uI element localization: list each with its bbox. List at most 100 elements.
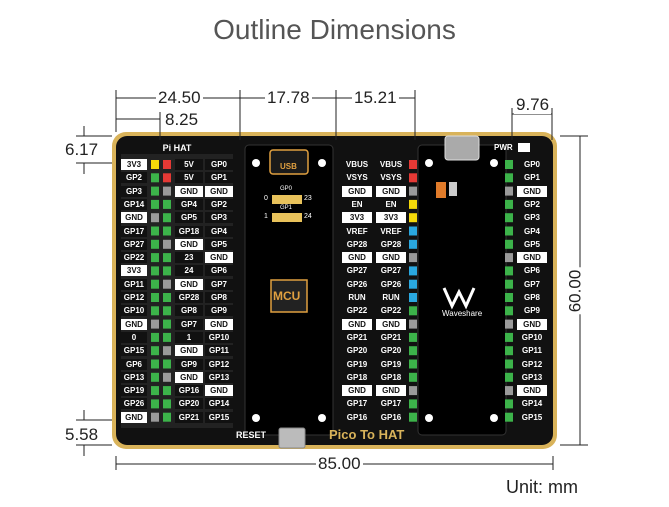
pico-pin-label: GND	[376, 185, 406, 197]
pico-pin-label: EN	[342, 198, 372, 210]
pin-label: GP11	[205, 345, 233, 357]
right-pin	[505, 332, 513, 342]
board-name: Pico To HAT	[329, 427, 405, 442]
right-pin-label: GP13	[517, 371, 547, 383]
right-pin-label: GP7	[517, 278, 547, 290]
pin-label: GP18	[175, 225, 203, 237]
header-pin	[151, 266, 159, 276]
pico-pin-label: 3V3	[376, 212, 406, 224]
header-pin	[151, 346, 159, 356]
pico-pin-label: GP16	[376, 411, 406, 423]
pwr-led	[518, 143, 530, 152]
pico-pin	[409, 199, 417, 209]
pico-pin-label: RUN	[376, 292, 406, 303]
pin-label: GP22	[121, 252, 147, 264]
pin-label: GP26	[121, 398, 147, 410]
dim-24-50: 24.50	[156, 88, 203, 107]
pin-label: GP2	[205, 198, 233, 210]
right-pin	[505, 386, 513, 396]
pico-pin	[409, 359, 417, 369]
header-pin	[163, 372, 171, 382]
pin-label: GP14	[205, 398, 233, 410]
jumper-right-0: 23	[304, 195, 312, 202]
component	[449, 182, 457, 196]
pico-pin	[409, 386, 417, 396]
right-pin	[505, 412, 513, 422]
pico-pin-label: GP18	[342, 371, 372, 383]
right-pin	[505, 306, 513, 316]
right-pin	[505, 253, 513, 263]
pin-label: GP1	[205, 172, 233, 184]
pin-label: GP8	[175, 305, 203, 317]
pico-pin-label: GP28	[376, 238, 406, 250]
header-pin	[163, 412, 171, 422]
pin-label: 5V	[175, 172, 203, 184]
pin-label: GP28	[175, 292, 203, 303]
pin-label: GP19	[121, 385, 147, 397]
pico-right-board	[417, 144, 507, 436]
pico-pin-label: GP18	[376, 371, 406, 383]
mcu-chip	[270, 279, 308, 313]
right-pin	[505, 279, 513, 289]
pico-pin-label: VBUS	[376, 159, 406, 170]
pin-label: GND	[205, 318, 233, 330]
right-pin	[505, 160, 513, 169]
pin-layer	[151, 160, 513, 422]
right-pin	[505, 239, 513, 249]
pin-label: GP16	[175, 385, 203, 397]
header-pin	[151, 173, 159, 183]
right-pin-label: GP14	[517, 398, 547, 410]
pico-pin-label: GP21	[376, 331, 406, 343]
pin-label: 24	[175, 265, 203, 277]
gp0-jumper-label: GP0	[280, 186, 293, 192]
pico-pin-label: GP22	[342, 305, 372, 317]
right-pin-label: GP2	[517, 198, 547, 210]
pin-label: GP15	[121, 345, 147, 357]
pin-label: GP20	[175, 398, 203, 410]
pin-label: GP9	[175, 358, 203, 370]
right-pin-label: GP8	[517, 292, 547, 303]
right-pin	[505, 266, 513, 276]
header-pin	[151, 186, 159, 196]
pin-label: GP6	[121, 358, 147, 370]
right-pin	[505, 293, 513, 302]
header-pin	[163, 319, 171, 329]
pin-label: GP8	[205, 292, 233, 303]
pico-pin-label: RUN	[342, 292, 372, 303]
header-pin	[151, 213, 159, 223]
header-pin	[163, 346, 171, 356]
right-pin	[505, 186, 513, 196]
pin-label: GP3	[121, 185, 147, 197]
reset-button[interactable]	[278, 427, 306, 449]
pin-label: GND	[121, 411, 147, 423]
pin-label: GP17	[121, 225, 147, 237]
pico-pin-label: VBUS	[342, 159, 372, 170]
right-pin	[505, 399, 513, 409]
pin-label: 0	[121, 331, 147, 343]
right-pin-label: GND	[517, 185, 547, 197]
right-pin-label: GP1	[517, 172, 547, 184]
header-pin	[151, 279, 159, 289]
header-pin	[151, 359, 159, 369]
right-pin-label: GP4	[517, 225, 547, 237]
pin-label: GP11	[121, 278, 147, 290]
pin-label: GP13	[205, 371, 233, 383]
mount-hole	[490, 414, 498, 422]
usb-port-right	[444, 135, 480, 161]
pico-pin	[409, 332, 417, 342]
pico-pin	[409, 306, 417, 316]
pico-pin-label: GND	[342, 385, 372, 397]
pin-label: GP15	[205, 411, 233, 423]
right-pin	[505, 213, 513, 223]
right-pin	[505, 226, 513, 236]
pico-pin-label: VREF	[376, 225, 406, 237]
jumper-gp0	[272, 195, 302, 204]
header-pin	[151, 199, 159, 209]
pwr-label: PWR	[494, 143, 513, 152]
pin-label: GND	[175, 278, 203, 290]
right-pin-label: GND	[517, 252, 547, 264]
gp1-jumper-label: GP1	[280, 205, 293, 211]
right-pin-label: GND	[517, 318, 547, 330]
pin-label: GND	[205, 385, 233, 397]
pin-label: GP4	[175, 198, 203, 210]
